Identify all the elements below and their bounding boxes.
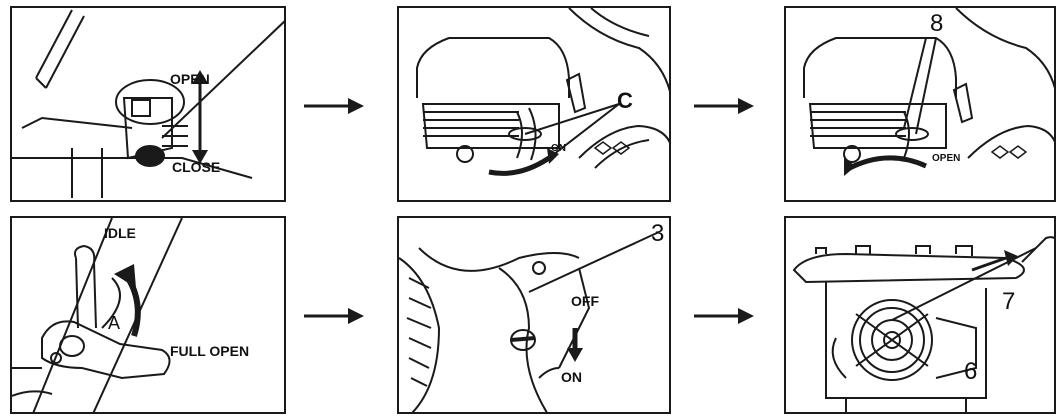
callout-c: C xyxy=(617,88,633,113)
full-open-label: FULL OPEN xyxy=(170,343,250,359)
panel-choke-close: C ON xyxy=(397,6,671,202)
on-label: ON xyxy=(561,369,582,385)
right-arrow-icon xyxy=(304,98,364,114)
on-label: ON xyxy=(551,143,566,154)
open-label: OPEN xyxy=(170,71,210,87)
idle-label: IDLE xyxy=(104,225,136,241)
open-label: OPEN xyxy=(932,153,961,164)
recoil-starter-illustration xyxy=(792,236,1054,412)
panel-engine-switch: 3 OFF ON xyxy=(397,216,671,414)
right-arrow-icon xyxy=(694,308,754,324)
arrow-letter-a: A xyxy=(108,313,121,333)
fuel-valve-illustration xyxy=(12,9,284,198)
panel-choke-open: 8 OPEN xyxy=(784,6,1056,202)
off-label: OFF xyxy=(571,293,599,309)
panel-fuel-valve: OPEN CLOSE xyxy=(10,6,286,202)
throttle-illustration xyxy=(12,218,183,412)
callout-8: 8 xyxy=(930,10,944,37)
panel-throttle: IDLE A FULL OPEN xyxy=(10,216,286,414)
choke-close-illustration xyxy=(416,8,669,176)
callout-7: 7 xyxy=(1002,288,1016,315)
right-arrow-icon xyxy=(694,98,754,114)
panel-recoil-starter: 7 6 xyxy=(784,216,1056,414)
engine-switch-illustration xyxy=(399,231,660,412)
callout-3: 3 xyxy=(651,220,665,247)
right-arrow-icon xyxy=(304,308,364,324)
close-label: CLOSE xyxy=(172,159,221,175)
choke-open-illustration xyxy=(803,8,1054,176)
callout-6: 6 xyxy=(964,358,978,385)
